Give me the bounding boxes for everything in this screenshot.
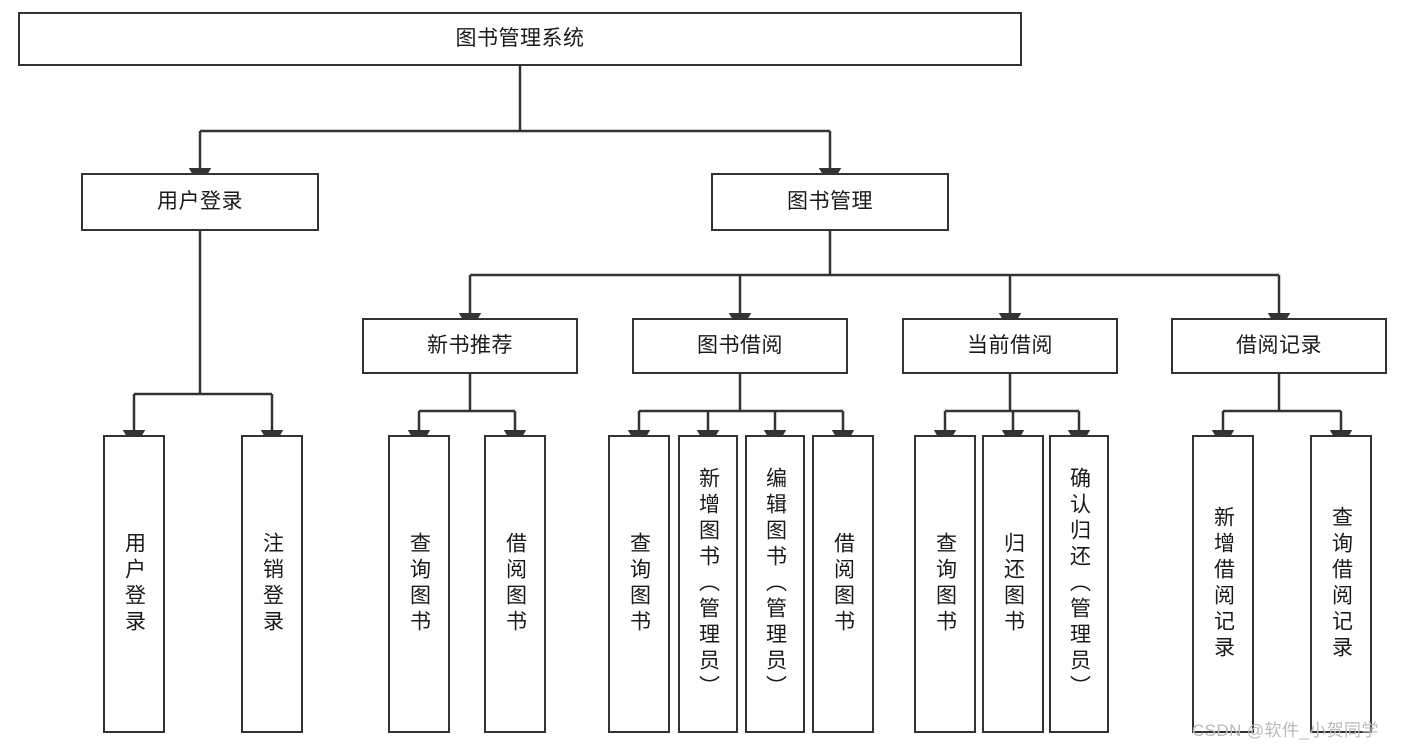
node-leaf-logout-label: 注销登录 <box>260 532 284 636</box>
node-new-book-recommend-label: 新书推荐 <box>427 333 513 357</box>
node-current-borrow-label: 当前借阅 <box>967 333 1053 357</box>
node-leaf-query-record-label: 查询借阅记录 <box>1329 506 1353 662</box>
node-borrow-record-label: 借阅记录 <box>1236 333 1322 357</box>
node-leaf-edit-book-label: 编辑图书（管理员） <box>763 467 787 701</box>
node-leaf-borrow-book-rec-label: 借阅图书 <box>503 532 527 636</box>
node-new-book-recommend[interactable]: 新书推荐 <box>362 318 578 374</box>
node-book-manage[interactable]: 图书管理 <box>711 173 949 231</box>
node-leaf-borrow-book[interactable]: 借阅图书 <box>812 435 874 733</box>
node-root-label: 图书管理系统 <box>455 26 585 50</box>
node-leaf-query-book-borrow-label: 查询图书 <box>627 532 651 636</box>
node-leaf-query-book-rec[interactable]: 查询图书 <box>388 435 450 733</box>
node-leaf-edit-book[interactable]: 编辑图书（管理员） <box>745 435 805 733</box>
node-leaf-return-book[interactable]: 归还图书 <box>982 435 1044 733</box>
node-book-borrow[interactable]: 图书借阅 <box>632 318 848 374</box>
node-leaf-confirm-return[interactable]: 确认归还（管理员） <box>1049 435 1109 733</box>
node-leaf-borrow-book-label: 借阅图书 <box>831 532 855 636</box>
node-user-login[interactable]: 用户登录 <box>81 173 319 231</box>
node-leaf-return-book-label: 归还图书 <box>1001 532 1025 636</box>
node-leaf-borrow-book-rec[interactable]: 借阅图书 <box>484 435 546 733</box>
node-book-borrow-label: 图书借阅 <box>697 333 783 357</box>
node-leaf-query-book-cur[interactable]: 查询图书 <box>914 435 976 733</box>
node-leaf-add-record[interactable]: 新增借阅记录 <box>1192 435 1254 733</box>
node-leaf-query-book-rec-label: 查询图书 <box>407 532 431 636</box>
node-leaf-query-book-cur-label: 查询图书 <box>933 532 957 636</box>
node-leaf-user-login[interactable]: 用户登录 <box>103 435 165 733</box>
node-leaf-add-book-label: 新增图书（管理员） <box>696 467 720 701</box>
node-root[interactable]: 图书管理系统 <box>18 12 1022 66</box>
node-leaf-query-record[interactable]: 查询借阅记录 <box>1310 435 1372 733</box>
node-user-login-label: 用户登录 <box>157 189 243 213</box>
node-borrow-record[interactable]: 借阅记录 <box>1171 318 1387 374</box>
node-book-manage-label: 图书管理 <box>787 189 873 213</box>
node-leaf-logout[interactable]: 注销登录 <box>241 435 303 733</box>
node-leaf-confirm-return-label: 确认归还（管理员） <box>1067 467 1091 701</box>
node-leaf-query-book-borrow[interactable]: 查询图书 <box>608 435 670 733</box>
node-leaf-user-login-label: 用户登录 <box>122 532 146 636</box>
node-leaf-add-book[interactable]: 新增图书（管理员） <box>678 435 738 733</box>
node-current-borrow[interactable]: 当前借阅 <box>902 318 1118 374</box>
node-leaf-add-record-label: 新增借阅记录 <box>1211 506 1235 662</box>
csdn-watermark: CSDN @软件_小贺同学 <box>1192 721 1379 740</box>
